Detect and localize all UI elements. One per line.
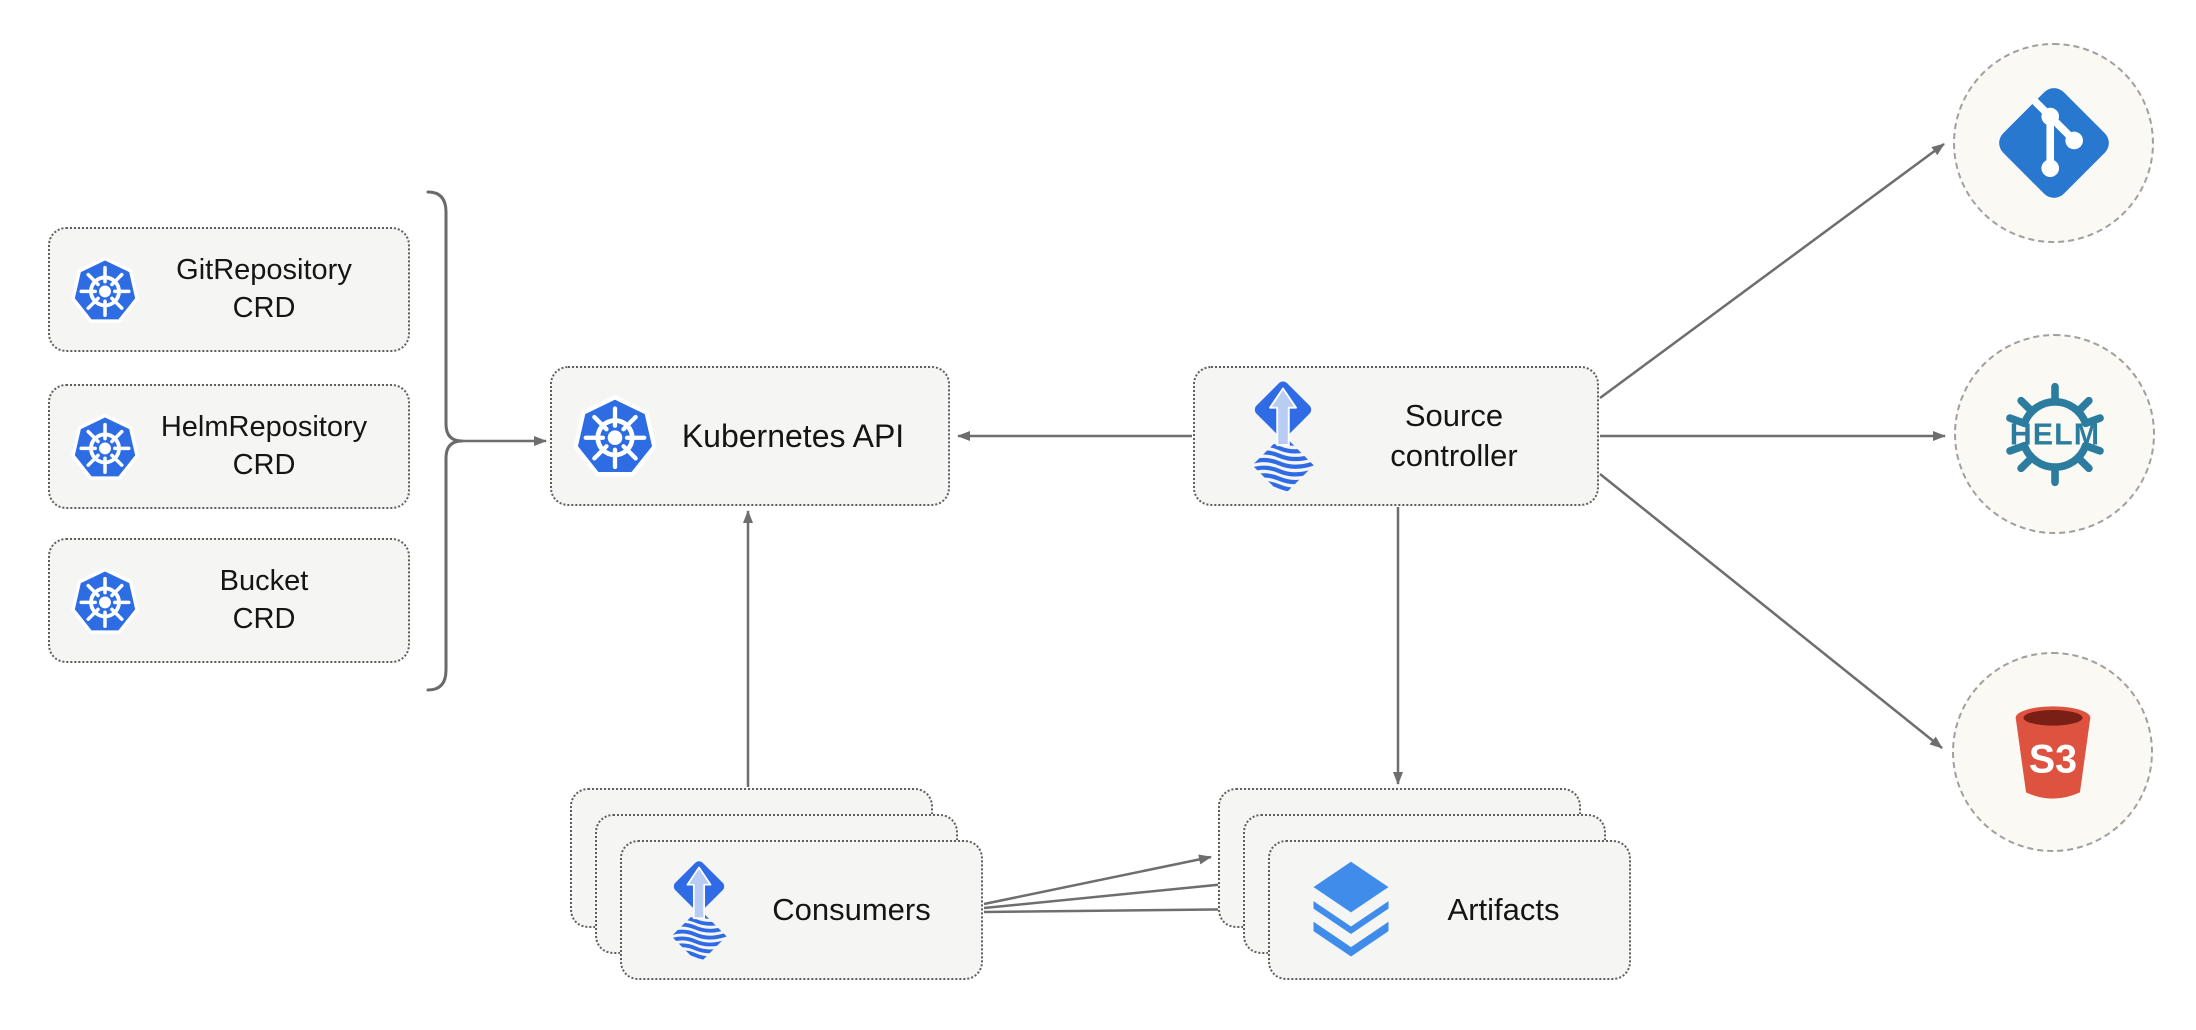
kubernetes-icon	[70, 412, 140, 482]
consumers-label: Consumers	[772, 892, 931, 928]
kubernetes-icon	[572, 393, 658, 479]
edge-consumers-to-artifacts-3	[983, 904, 1262, 915]
s3-logo-text: S3	[2028, 738, 2076, 782]
node-artifacts: Artifacts	[1268, 840, 1631, 980]
node-bucket-crd: Bucket CRD	[48, 538, 410, 663]
helm-logo-text: HELM	[2009, 417, 2099, 451]
node-kubernetes-api: Kubernetes API	[550, 366, 950, 506]
layers-icon	[1304, 858, 1398, 963]
git-icon	[1991, 80, 2117, 206]
endpoint-s3: S3	[1952, 652, 2153, 852]
edge-source-to-git	[1599, 142, 1945, 400]
node-gitrepository-crd: GitRepository CRD	[48, 227, 410, 352]
bucket-crd-label: Bucket CRD	[219, 565, 309, 635]
kubernetes-icon	[70, 255, 140, 325]
node-helmrepository-crd: HelmRepository CRD	[48, 384, 410, 509]
source-controller-label: Source controller	[1390, 398, 1518, 473]
gitrepository-crd-label: GitRepository CRD	[176, 254, 352, 324]
edge-source-to-s3	[1599, 473, 1943, 749]
node-source-controller: Source controller	[1193, 366, 1599, 506]
kubernetes-api-label: Kubernetes API	[681, 417, 905, 454]
helm-icon: HELM	[2005, 382, 2104, 486]
node-consumers: Consumers	[620, 840, 983, 980]
edge-consumers-to-artifacts-2	[983, 879, 1237, 910]
artifacts-label: Artifacts	[1447, 892, 1560, 928]
s3-bucket-icon: S3	[2015, 706, 2090, 799]
endpoint-git	[1953, 43, 2154, 243]
flux-icon	[656, 857, 742, 964]
crd-group-bracket	[426, 190, 464, 692]
edge-consumers-to-artifacts-1	[983, 854, 1212, 906]
helmrepository-crd-label: HelmRepository CRD	[160, 411, 368, 481]
flux-icon	[1235, 377, 1331, 496]
kubernetes-icon	[70, 566, 140, 636]
endpoint-helm: HELM	[1954, 334, 2155, 534]
